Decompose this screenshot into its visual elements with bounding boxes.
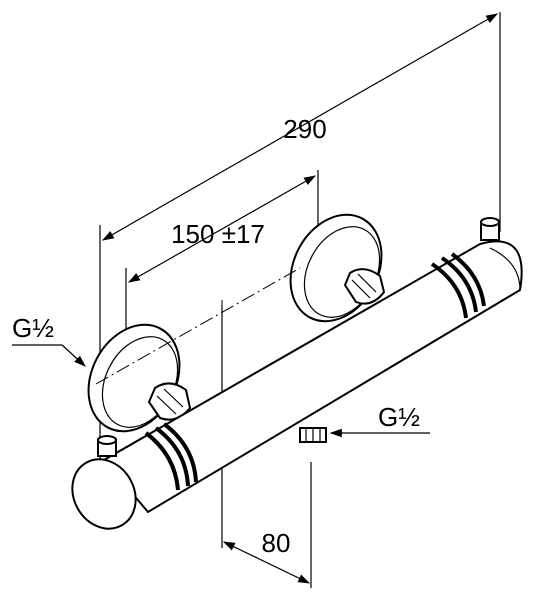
center-axis	[95, 267, 301, 385]
outlet-offset-label: 80	[262, 528, 291, 558]
dimension-outlet-offset: 80	[222, 528, 311, 584]
connection-spacing-label: 150 ±17	[171, 219, 265, 249]
dimension-overall-length: 290	[101, 13, 499, 241]
inlet-thread-callout: G½	[12, 313, 86, 367]
right-stop-button	[480, 217, 500, 241]
outlet-thread-callout: G½	[329, 402, 430, 438]
left-stop-button	[97, 435, 117, 457]
left-inlet-connector	[147, 382, 192, 421]
inlet-thread-label: G½	[12, 313, 54, 343]
bottom-outlet	[299, 427, 327, 443]
overall-length-label: 290	[283, 114, 326, 144]
mixer-body	[71, 240, 523, 530]
left-grip-rings	[144, 422, 198, 491]
outlet-thread-label: G½	[378, 402, 420, 432]
right-grip-rings	[430, 252, 486, 319]
right-inlet-connector	[343, 268, 386, 305]
dimension-connection-spacing: 150 ±17	[127, 175, 317, 283]
